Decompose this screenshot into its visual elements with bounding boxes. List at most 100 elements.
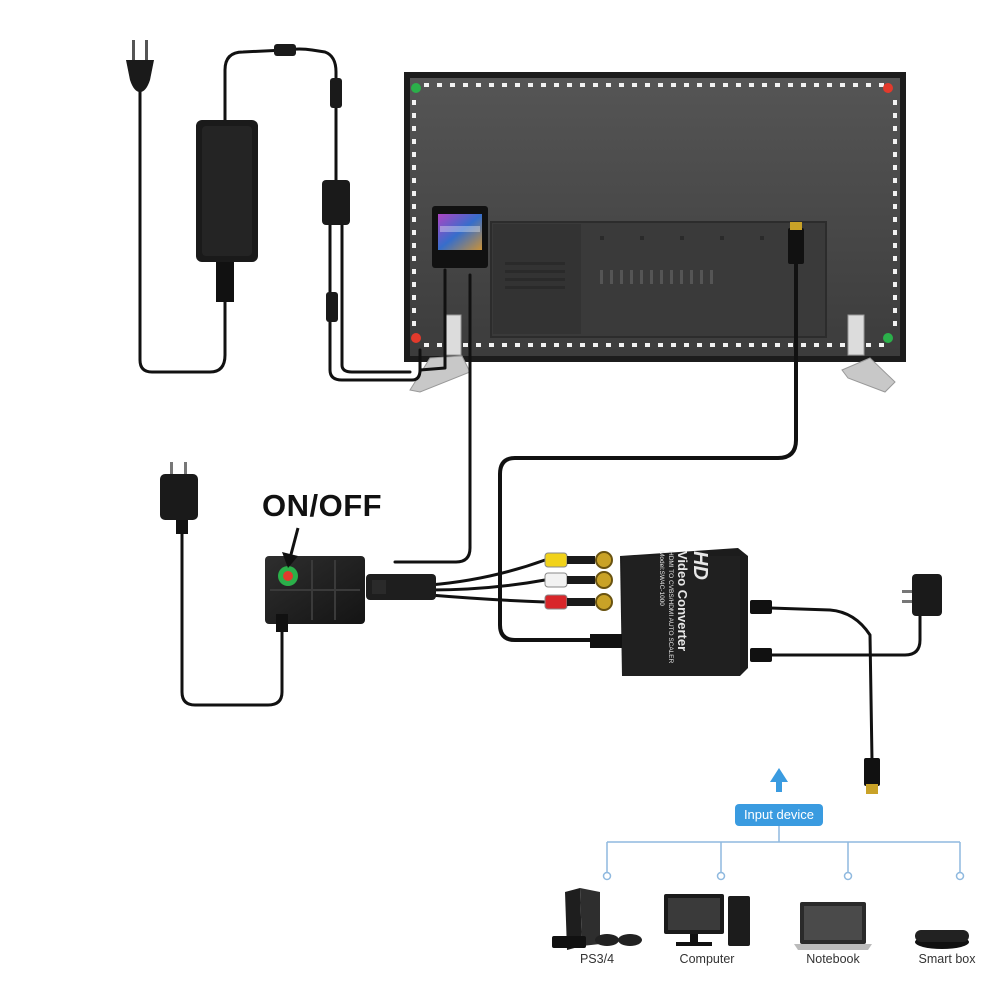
led-dot (671, 343, 676, 347)
on-off-button[interactable] (278, 566, 298, 586)
led-dot (580, 83, 585, 87)
hdmi-plug-input (864, 758, 880, 794)
led-dot (775, 343, 780, 347)
led-dot (762, 83, 767, 87)
power-brick (196, 120, 258, 302)
led-dot (893, 139, 897, 144)
led-dot (632, 343, 637, 347)
led-dot (450, 83, 455, 87)
led-dot (489, 343, 494, 347)
led-dot (489, 83, 494, 87)
led-dot (502, 343, 507, 347)
led-dot (606, 83, 611, 87)
led-dot (893, 165, 897, 170)
led-dot (879, 343, 884, 347)
led-controller (432, 206, 488, 268)
led-dot (658, 343, 663, 347)
led-dot (893, 178, 897, 183)
led-dot (515, 83, 520, 87)
led-dot (412, 256, 416, 261)
device-label-computer: Computer (679, 952, 735, 966)
device-tree (602, 826, 965, 881)
led-dot (412, 165, 416, 170)
led-dot (893, 113, 897, 118)
led-dot (866, 83, 871, 87)
led-dot (412, 126, 416, 131)
led-strip (411, 83, 897, 347)
led-corner (411, 333, 421, 343)
led-dot (476, 83, 481, 87)
led-dot (840, 343, 845, 347)
led-dot (879, 83, 884, 87)
led-dot (697, 343, 702, 347)
led-dot (412, 308, 416, 313)
led-dot (749, 83, 754, 87)
led-dot (762, 343, 767, 347)
led-dot (593, 83, 598, 87)
led-dot (515, 343, 520, 347)
capture-dongle (366, 574, 436, 600)
led-dot (893, 308, 897, 313)
led-dot (893, 191, 897, 196)
power-adapter-right (902, 574, 942, 616)
input-device-badge: Input device (735, 804, 823, 826)
led-dot (437, 83, 442, 87)
sync-box (265, 556, 365, 632)
led-dot (412, 178, 416, 183)
hd-video-converter (590, 548, 772, 676)
led-dot (749, 343, 754, 347)
led-dot (606, 343, 611, 347)
led-dot (684, 83, 689, 87)
led-dot (541, 343, 546, 347)
led-dot (502, 83, 507, 87)
led-dot (463, 83, 468, 87)
led-dot (567, 83, 572, 87)
led-dot (412, 100, 416, 105)
led-dot (412, 152, 416, 157)
game-console-icon (552, 888, 642, 950)
us-plug-icon (160, 462, 198, 534)
led-dot (554, 343, 559, 347)
led-dot (853, 83, 858, 87)
led-dot (463, 343, 468, 347)
tv-back-panel (404, 72, 906, 362)
led-dot (632, 83, 637, 87)
led-dot (645, 343, 650, 347)
led-dot (893, 321, 897, 326)
led-dot (619, 83, 624, 87)
tv-stand-right (841, 314, 896, 393)
led-dot (580, 343, 585, 347)
led-dot (788, 83, 793, 87)
led-dot (567, 343, 572, 347)
led-dot (723, 343, 728, 347)
on-off-arrow (282, 527, 300, 568)
led-dot (593, 343, 598, 347)
led-dot (412, 295, 416, 300)
led-dot (412, 321, 416, 326)
led-dot (710, 343, 715, 347)
led-dot (893, 295, 897, 300)
led-dot (893, 204, 897, 209)
led-dot (528, 83, 533, 87)
led-dot (893, 100, 897, 105)
led-dot (893, 126, 897, 131)
led-dot (893, 243, 897, 248)
device-label-notebook: Notebook (806, 952, 860, 966)
led-dot (412, 269, 416, 274)
led-dot (840, 83, 845, 87)
led-dot (801, 343, 806, 347)
led-dot (893, 230, 897, 235)
led-dot (814, 83, 819, 87)
device-label-smartbox: Smart box (918, 952, 976, 966)
led-dot (671, 83, 676, 87)
led-dot (424, 83, 429, 87)
led-dot (697, 83, 702, 87)
led-dot (412, 204, 416, 209)
laptop-icon (794, 902, 872, 950)
led-dot (412, 113, 416, 118)
led-dot (476, 343, 481, 347)
led-dot (893, 152, 897, 157)
led-dot (412, 243, 416, 248)
cables (138, 47, 922, 762)
up-arrow-icon (770, 768, 788, 792)
